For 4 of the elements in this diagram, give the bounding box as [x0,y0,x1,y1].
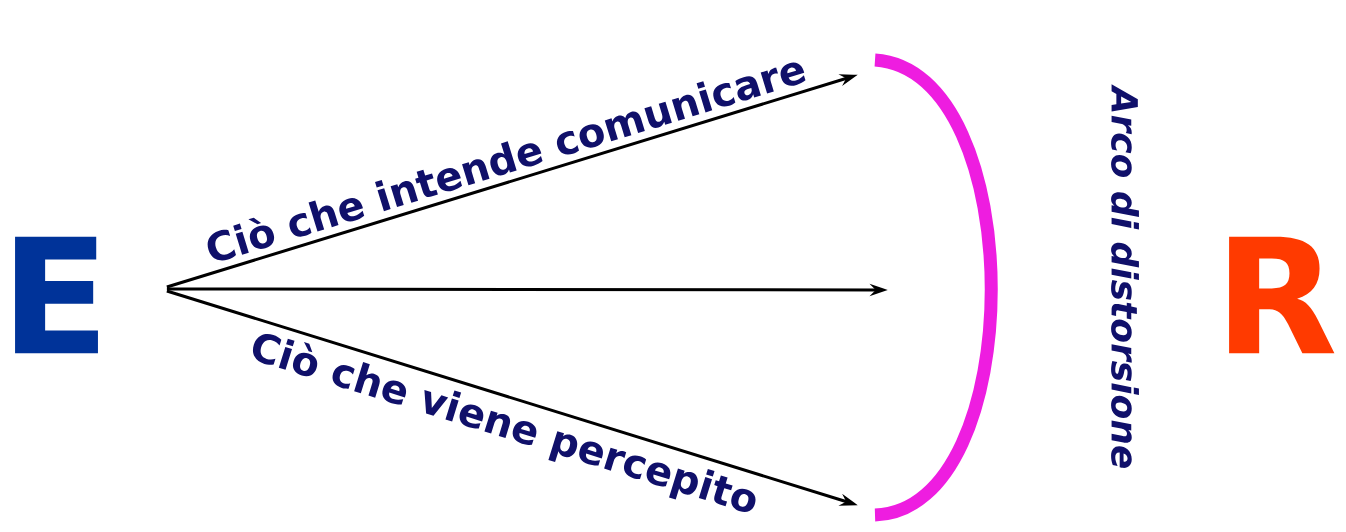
letter: E [15,236,98,354]
arc-label: Arco di distorsione [1111,84,1139,468]
distortion-arc [873,53,998,522]
letter: R [1229,236,1335,354]
